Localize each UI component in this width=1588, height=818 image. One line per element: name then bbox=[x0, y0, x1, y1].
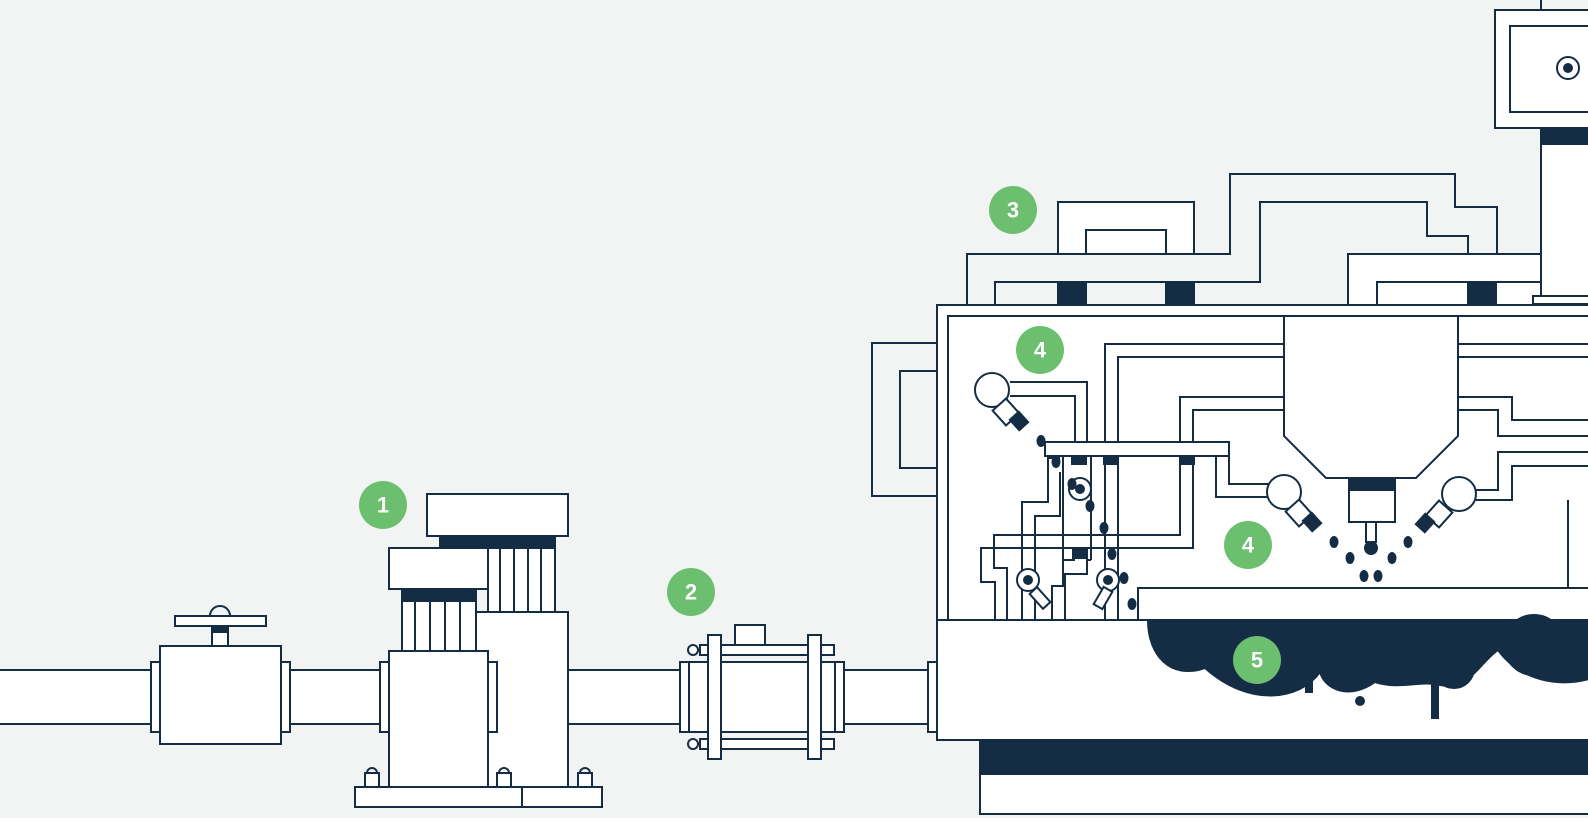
callout-2-badge: 2 bbox=[667, 568, 715, 616]
tank-icon bbox=[928, 588, 1588, 814]
pump-icon bbox=[355, 494, 602, 807]
callout-4-left-badge: 4 bbox=[1016, 326, 1064, 374]
callout-4-left-label: 4 bbox=[1034, 338, 1047, 363]
top-piping bbox=[967, 174, 1577, 305]
callout-3-badge: 3 bbox=[989, 186, 1037, 234]
gate-valve-icon bbox=[151, 606, 290, 744]
callout-3-label: 3 bbox=[1007, 198, 1019, 223]
callout-5-badge: 5 bbox=[1233, 636, 1281, 684]
side-loop bbox=[872, 343, 937, 496]
callout-1-label: 1 bbox=[377, 493, 389, 518]
callout-4-right-badge: 4 bbox=[1224, 521, 1272, 569]
callout-5-label: 5 bbox=[1251, 648, 1263, 673]
callout-1-badge: 1 bbox=[359, 481, 407, 529]
filter-icon bbox=[680, 625, 844, 759]
callout-2-label: 2 bbox=[685, 580, 697, 605]
callout-4-right-label: 4 bbox=[1242, 533, 1255, 558]
